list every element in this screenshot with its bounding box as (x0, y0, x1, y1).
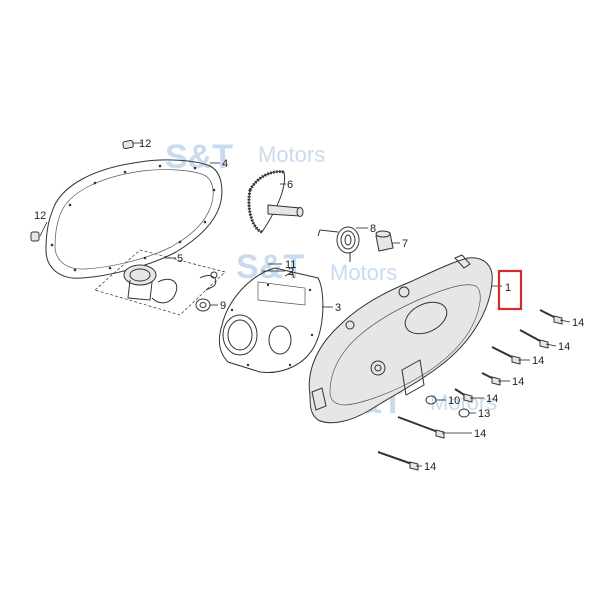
seal-washer (195, 298, 211, 312)
bolt-5 (454, 388, 473, 403)
callout-4: 4 (222, 158, 228, 170)
bolt-7 (377, 451, 419, 471)
watermark-middle: S&T Motors (236, 248, 397, 286)
kick-starter-gear (247, 170, 304, 234)
dowel-pin-top (122, 139, 134, 149)
callout-6: 6 (287, 179, 293, 191)
callout-14-e: 14 (486, 393, 498, 405)
gasket (45, 159, 223, 279)
callout-1: 1 (505, 282, 511, 294)
bushing (375, 230, 394, 252)
kick-shaft-assembly (94, 249, 226, 316)
leader-lines (39, 142, 571, 467)
callout-12-left: 12 (34, 210, 46, 222)
callout-5: 5 (177, 253, 183, 265)
callout-12-top: 12 (139, 138, 151, 150)
callout-14-f: 14 (474, 428, 486, 440)
callout-9: 9 (220, 300, 226, 312)
bolt-2 (519, 329, 549, 349)
callout-10: 10 (448, 395, 460, 407)
watermark-top: S&T Motors (165, 138, 325, 176)
kick-spring (317, 226, 360, 262)
callout-11: 11 (285, 259, 296, 271)
callout-3: 3 (335, 302, 341, 314)
watermark-brand-mark-middle: S&T (236, 248, 304, 286)
watermark-brand-word-middle: Motors (330, 260, 397, 285)
crankcase-cover (308, 254, 493, 424)
callout-13: 13 (478, 408, 490, 420)
callout-14-c: 14 (532, 355, 544, 367)
bolt-3 (491, 346, 521, 365)
callout-2: 2 (288, 266, 294, 278)
callout-14-a: 14 (572, 317, 584, 329)
callout-7: 7 (402, 238, 408, 250)
small-clip (284, 271, 295, 279)
callout-14-b: 14 (558, 341, 570, 353)
watermark-brand-word-top: Motors (258, 142, 325, 167)
bolt-6 (397, 416, 445, 439)
inner-cover-plate (219, 267, 324, 374)
callout-1-highlight-box (497, 269, 523, 311)
bolt-1 (539, 309, 563, 325)
dowel-pin-left (30, 231, 40, 242)
watermark-brand-mark-top: S&T (165, 138, 233, 176)
callout-14-d: 14 (512, 376, 524, 388)
callout-8: 8 (370, 223, 376, 235)
bolt-4 (481, 372, 501, 386)
callout-14-g: 14 (424, 461, 436, 473)
